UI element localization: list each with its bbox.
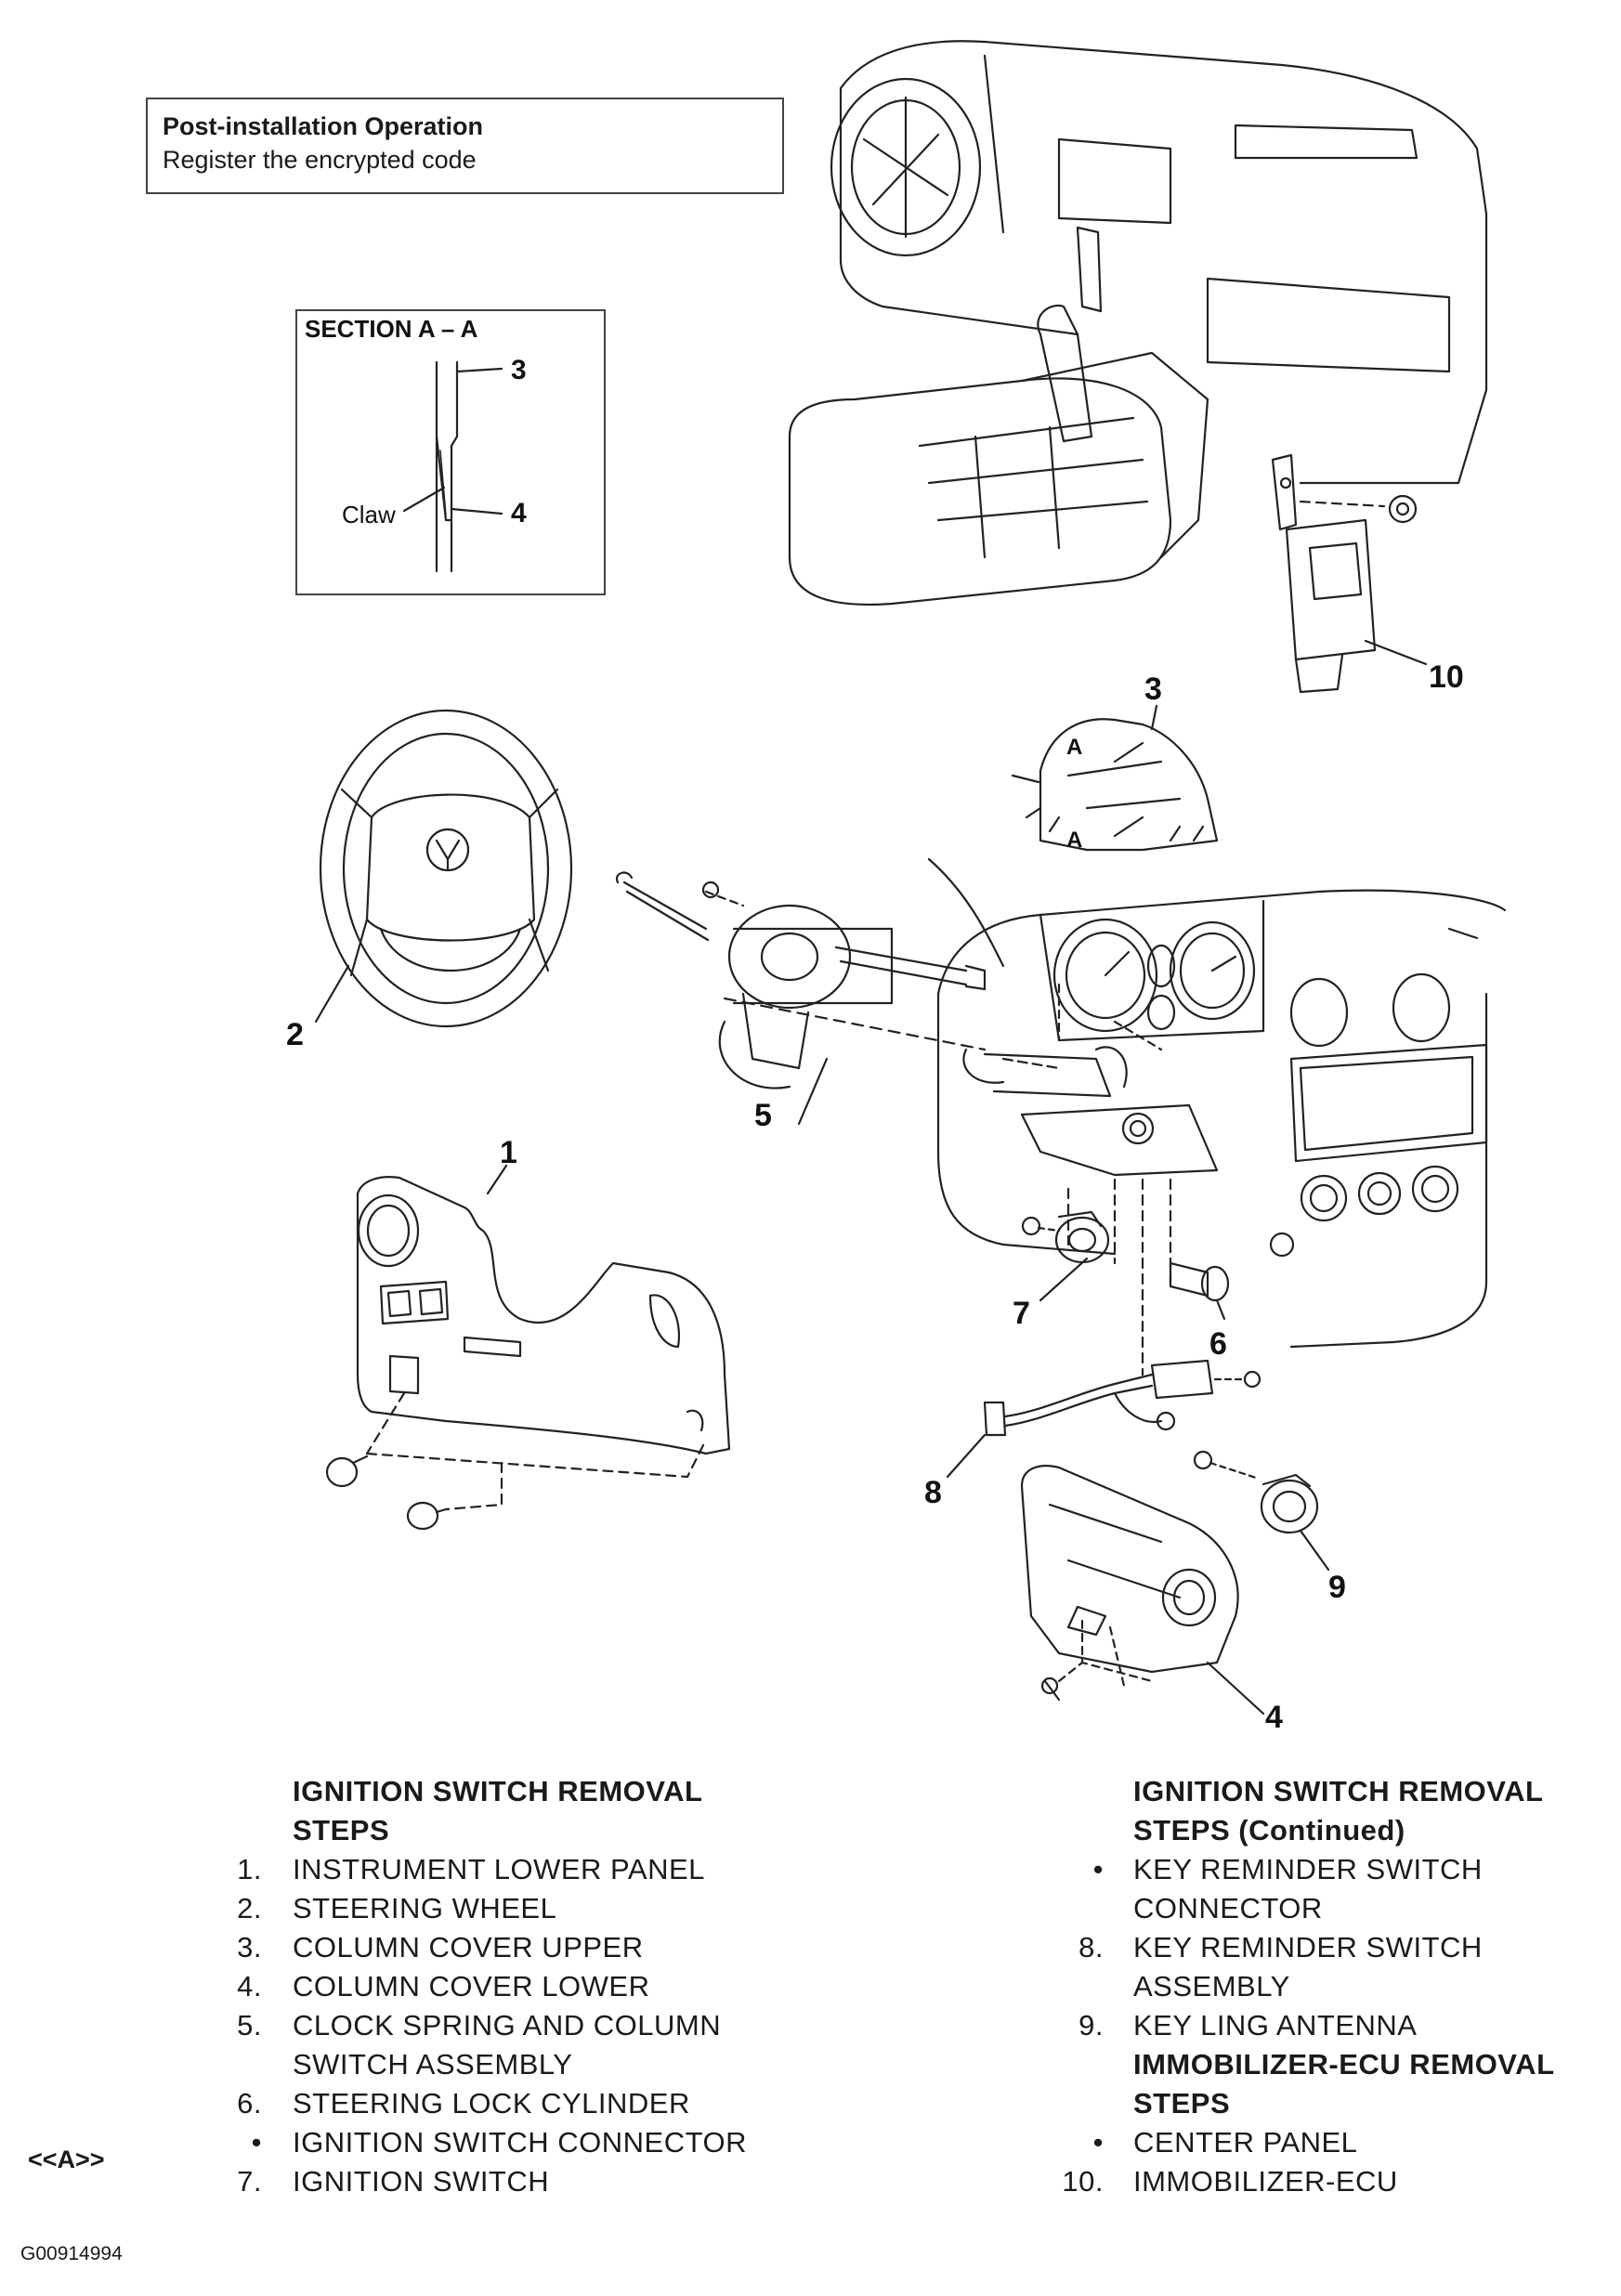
step-item: • KEY REMINDER SWITCH [1092,1853,1483,1885]
step-item-continuation: ASSEMBLY [1133,1970,1290,2002]
step-item: 1. INSTRUMENT LOWER PANEL [237,1853,705,1885]
callout-2: 2 [286,1017,304,1052]
step-item: 8. KEY REMINDER SWITCH [1078,1931,1483,1963]
key-ling-antenna-illustration [1193,1450,1330,1572]
callout-5: 5 [754,1098,772,1133]
steering-wheel-illustration [319,709,573,1028]
step-item: 3. COLUMN COVER UPPER [237,1931,644,1963]
right-subheading-line2: STEPS [1133,2087,1231,2120]
column-cover-upper-illustration [1011,718,1219,852]
procedure-marker-a: <<A>> [28,2146,105,2173]
immobilizer-ecu-illustration [1271,453,1428,694]
step-item: • IGNITION SWITCH CONNECTOR [251,2126,747,2159]
section-callout-3: 3 [511,355,527,385]
column-cover-lower-illustration [1020,1465,1265,1715]
document-id: G00914994 [20,2243,123,2264]
ignition-switch-illustration [1021,1210,1110,1302]
left-heading-line2: STEPS [293,1814,390,1846]
instrument-lower-panel-illustration [325,1164,731,1531]
exploded-diagram: 1 2 3 4 5 6 7 8 9 10 A A SECTION A – A 3… [286,40,1507,1735]
callout-4: 4 [1265,1700,1283,1735]
step-item-continuation: SWITCH ASSEMBLY [293,2048,573,2081]
steering-lock-cylinder-illustration [1169,1261,1230,1321]
left-heading-line1: IGNITION SWITCH REMOVAL [293,1775,703,1807]
step-item-continuation: CONNECTOR [1133,1892,1323,1924]
dashboard-overview-illustration [788,40,1488,606]
section-a-marker-top: A [1066,735,1082,760]
step-item: 4. COLUMN COVER LOWER [237,1970,650,2002]
callout-10: 10 [1429,659,1464,695]
instrument-panel-illustration [936,889,1507,1349]
post-installation-title: Post-installation Operation [163,112,484,140]
section-a-a-box [295,309,606,595]
post-installation-subtitle: Register the encrypted code [163,146,477,174]
clock-spring-column-switch-illustration [615,871,987,1126]
section-callout-4: 4 [511,498,527,528]
step-item: 9. KEY LING ANTENNA [1078,2009,1418,2042]
right-heading-line2: STEPS (Continued) [1133,1814,1405,1846]
claw-label: Claw [342,501,396,528]
callout-7: 7 [1013,1296,1030,1331]
step-item: 2. STEERING WHEEL [237,1892,557,1924]
section-a-a-title: SECTION A – A [305,315,478,343]
callout-6: 6 [1209,1326,1227,1362]
right-subheading-line1: IMMOBILIZER-ECU REMOVAL [1133,2048,1555,2081]
section-a-a-illustration [402,360,503,573]
step-item: 7. IGNITION SWITCH [237,2165,550,2198]
step-item: 10. IMMOBILIZER-ECU [1062,2165,1398,2198]
step-item: 5. CLOCK SPRING AND COLUMN [237,2009,722,2042]
step-item: 6. STEERING LOCK CYLINDER [237,2087,690,2120]
section-a-marker-bottom: A [1066,828,1082,853]
step-item: • CENTER PANEL [1092,2126,1358,2159]
callout-3: 3 [1144,672,1162,707]
post-installation-box: Post-installation Operation Register the… [146,98,784,194]
callout-9: 9 [1328,1570,1346,1605]
callout-1: 1 [500,1135,517,1170]
callout-8: 8 [924,1475,942,1510]
right-heading-line1: IGNITION SWITCH REMOVAL [1133,1775,1544,1807]
key-reminder-switch-illustration [946,1359,1262,1479]
